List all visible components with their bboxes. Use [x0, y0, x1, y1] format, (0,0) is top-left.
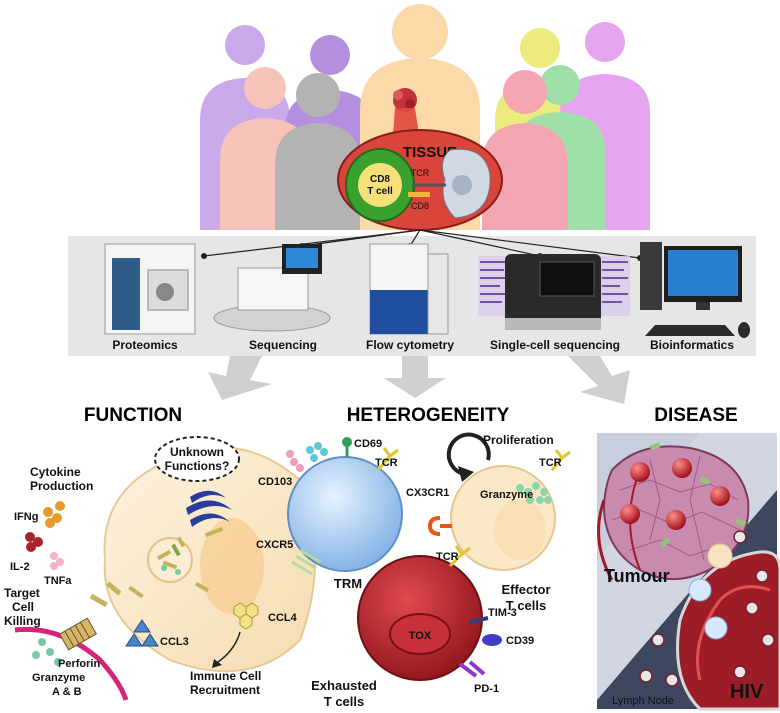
effector-tcells-label: T cells [506, 598, 546, 613]
tnfa-icon [50, 552, 64, 570]
tcr-exhausted-label: TCR [436, 551, 459, 563]
exhausted-tcells-label: T cells [324, 694, 364, 709]
arrow-to-heterogeneity [384, 356, 446, 398]
people-silhouettes [200, 4, 650, 230]
tumour-label: Tumour [604, 566, 670, 586]
arrow-to-function [208, 356, 272, 400]
cxcr5-label: CXCR5 [256, 539, 293, 551]
connector-lines [203, 229, 641, 259]
il2-icon [25, 532, 43, 552]
il2-label: IL-2 [10, 561, 30, 573]
cell-label: Cell [12, 600, 34, 614]
flow-arrows [208, 356, 630, 404]
effector-label: Effector [501, 582, 550, 597]
sequencing-instrument-icon [213, 244, 331, 332]
single-cell-sequencer-icon [478, 254, 630, 330]
person-rose [482, 70, 568, 230]
function-panel: Unknown Functions? Cytokine Production I… [4, 436, 316, 701]
method-label-proteomics: Proteomics [112, 338, 178, 352]
tnfa-label: TNFa [44, 575, 72, 587]
ccl4-label: CCL4 [268, 612, 298, 624]
heading-heterogeneity: HETEROGENEITY [347, 405, 510, 426]
trm-label: TRM [334, 576, 362, 591]
ccl4-icon [233, 602, 259, 630]
tissue-label: TISSUE [403, 144, 457, 161]
cytokine-label: Cytokine [30, 465, 81, 479]
ifng-icon [43, 501, 65, 528]
person-grey [275, 73, 361, 230]
cd103-label: CD103 [258, 476, 292, 488]
granzyme-effector-label: Granzyme [480, 489, 533, 501]
exhausted-label: Exhausted [311, 678, 377, 693]
target-label: Target [4, 586, 40, 600]
lymph-node-icon [676, 543, 780, 711]
granule-vesicle-icon [147, 537, 193, 583]
golgi-icon [186, 490, 232, 527]
hiv-label: HIV [730, 681, 764, 703]
cd8-coreceptor-label: CD8 [411, 201, 429, 211]
computer-icon [640, 242, 750, 338]
target-cell-icon [408, 148, 491, 219]
effector-cell-icon [450, 449, 571, 571]
recruitment-arrow [217, 631, 241, 663]
cd8-label: CD8 [370, 174, 390, 185]
cx3cr1-receptor-icon [427, 516, 452, 536]
target-membrane [14, 626, 129, 701]
tumour-mass-icon [597, 442, 750, 581]
unknown-label: Unknown [170, 445, 224, 459]
cd8-t-cell-icon: CD8 T cell [345, 148, 415, 222]
trm-cell-icon [286, 437, 403, 576]
ccl3-label: CCL3 [160, 636, 189, 648]
proliferation-label: Proliferation [483, 433, 554, 447]
perforin-label: Perforin [58, 658, 100, 670]
granzyme-dots [32, 638, 62, 666]
t-cell-balls [620, 458, 730, 530]
tim3-label: TIM-3 [488, 607, 517, 619]
exhausted-cell-icon [357, 545, 502, 681]
lymph-node-label: Lymph Node [612, 695, 674, 707]
tcr-effector-label: TCR [539, 457, 562, 469]
ab-label: A & B [52, 686, 82, 698]
arrow-to-disease [568, 356, 630, 404]
tox-label: TOX [409, 630, 432, 642]
heterogeneity-panel: CD69 CD103 TCR CXCR5 TRM Proliferation T… [256, 432, 571, 709]
proliferation-arrow-icon [446, 432, 491, 482]
perforin-pore-icon [58, 617, 98, 651]
ccl3-icon [125, 619, 159, 647]
immune-cell-label: Immune Cell [190, 669, 261, 683]
nucleus [200, 518, 264, 614]
cd39-label: CD39 [506, 635, 534, 647]
functions-label: Functions? [165, 459, 230, 473]
method-label-sequencing: Sequencing [249, 338, 317, 352]
tcr-trm-label: TCR [375, 457, 398, 469]
cx3cr1-label: CX3CR1 [406, 487, 449, 499]
heading-function: FUNCTION [84, 405, 182, 426]
tcr-label: TCR [411, 168, 430, 178]
production-label: Production [30, 479, 93, 493]
method-label-single-cell-sequencing: Single-cell sequencing [490, 338, 620, 352]
recruitment-label: Recruitment [190, 683, 260, 697]
tissue-panel: TISSUE CD8 T cell TCR CD8 [337, 129, 503, 231]
ifng-label: IFNg [14, 511, 38, 523]
proteomics-instrument-icon [104, 243, 196, 335]
method-label-bioinformatics: Bioinformatics [650, 338, 734, 352]
hiv-virus-icons [639, 530, 775, 687]
cd69-label: CD69 [354, 438, 382, 450]
killing-label: Killing [4, 614, 41, 628]
methods-band: Proteomics Sequencing Flow cytometry Sin… [68, 229, 756, 356]
flow-cytometer-icon [369, 243, 449, 335]
method-label-flow-cytometry: Flow cytometry [366, 338, 454, 352]
t-cell-label: T cell [367, 186, 393, 197]
unknown-functions-bubble: Unknown Functions? [154, 436, 240, 482]
pd1-label: PD-1 [474, 683, 499, 695]
granzyme-label: Granzyme [32, 672, 85, 684]
disease-panel: Tumour HIV Lymph Node [597, 433, 780, 711]
heading-disease: DISEASE [654, 405, 737, 426]
